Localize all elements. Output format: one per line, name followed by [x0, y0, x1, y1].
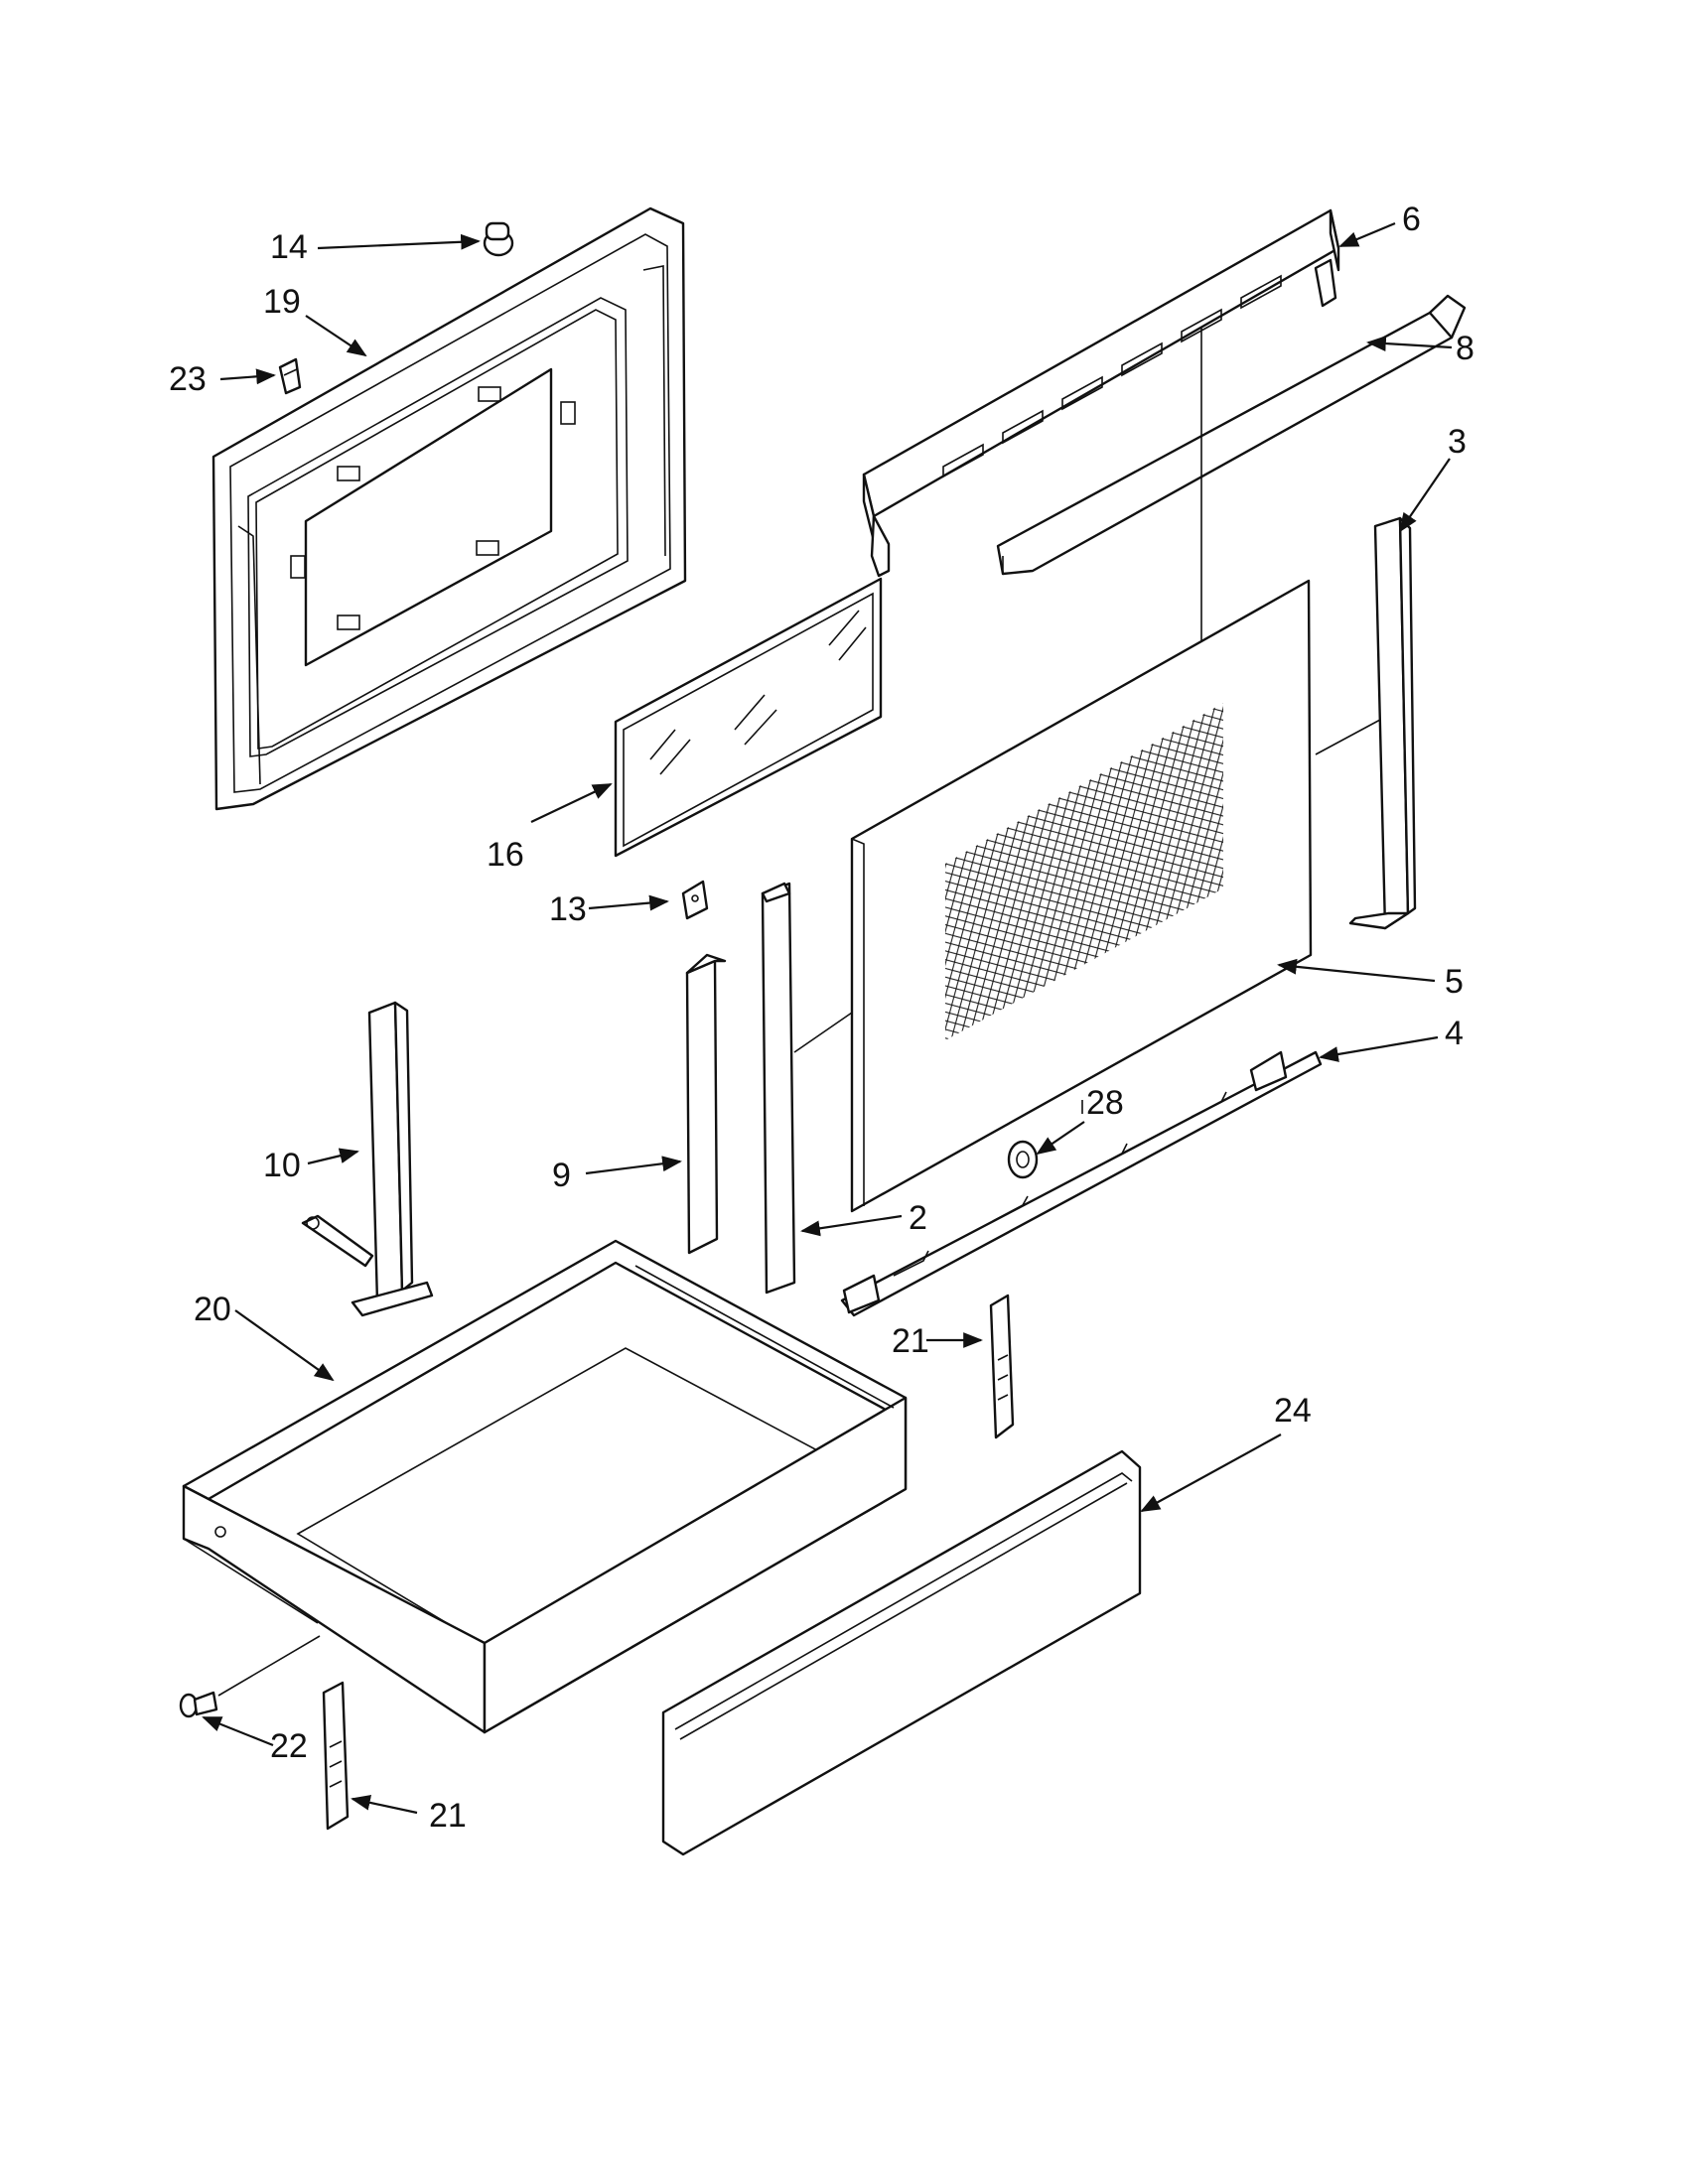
callout-24: 24	[1274, 1392, 1312, 1430]
oven-glass-part-16	[614, 577, 883, 858]
door-handle-part-8	[996, 294, 1467, 576]
door-inner-panel-part-19	[211, 206, 687, 811]
callout-5: 5	[1445, 963, 1464, 1001]
drawer-slide-part-21-right	[989, 1294, 1015, 1439]
callout-20: 20	[194, 1291, 231, 1328]
bottom-rail-part-4	[840, 1050, 1323, 1317]
callout-16: 16	[487, 836, 524, 874]
callout-19: 19	[263, 283, 301, 321]
drawer-slide-part-21-left	[322, 1681, 350, 1831]
storage-drawer-part-20	[182, 1239, 908, 1734]
callout-8: 8	[1456, 330, 1474, 367]
clip-part-28	[1007, 1100, 1083, 1179]
trim-piece-part-9	[685, 953, 727, 1255]
callout-9: 9	[552, 1157, 571, 1194]
callout-21-left: 21	[429, 1797, 467, 1835]
glass-bracket-part-13	[681, 880, 709, 920]
callout-22: 22	[270, 1727, 308, 1765]
side-trim-part-3	[1348, 516, 1417, 930]
vent-trim-part-6	[862, 208, 1340, 578]
door-bumper-part-14	[483, 221, 514, 257]
leader-arrows	[202, 221, 1453, 1815]
door-clip-part-23	[278, 357, 302, 395]
callout-labels: 14 19 23 6 8 3 16 13 5 4 28 10 9 2 20 21…	[169, 201, 1474, 1835]
callout-28: 28	[1086, 1084, 1124, 1122]
screw-part-22	[179, 1691, 218, 1718]
callout-14: 14	[270, 228, 308, 266]
callout-2: 2	[909, 1199, 927, 1237]
callout-10: 10	[263, 1147, 301, 1184]
callout-4: 4	[1445, 1015, 1464, 1052]
callout-21-right: 21	[892, 1322, 929, 1360]
frame-bracket-part-10	[301, 1001, 434, 1317]
outer-door-panel-part-5	[850, 579, 1313, 1213]
callout-23: 23	[169, 360, 207, 398]
door-side-trim-part-2	[761, 882, 796, 1295]
callout-13: 13	[549, 890, 587, 928]
callout-6: 6	[1402, 201, 1421, 238]
callout-3: 3	[1448, 423, 1467, 461]
drawer-front-part-24	[661, 1449, 1142, 1856]
